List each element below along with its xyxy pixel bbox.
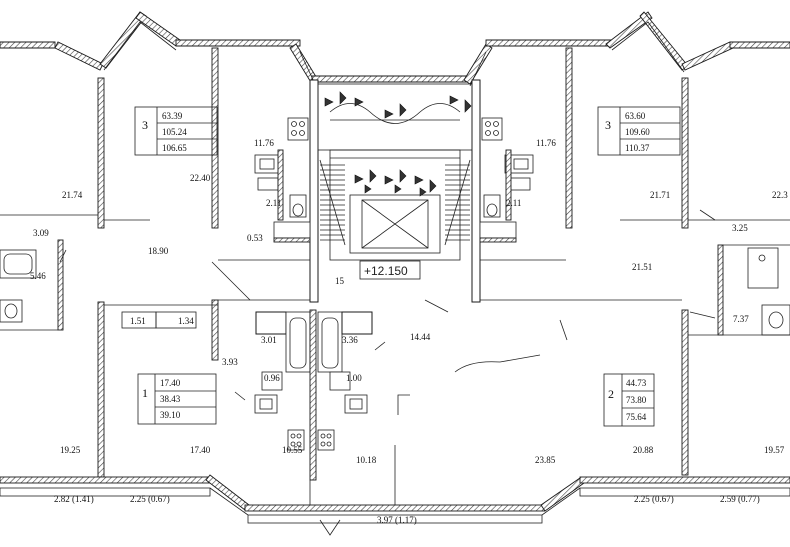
top-exterior-walls — [0, 11, 790, 87]
room-area: 10.55 — [282, 445, 303, 455]
room-area: 1.51 — [130, 316, 146, 326]
apartment-number: 3 — [605, 118, 611, 132]
balcony-area: 2.25 (0.67) — [634, 494, 674, 504]
room-area: 2.11 — [266, 198, 281, 208]
room-area: 3.25 — [732, 223, 748, 233]
apartment-area: 63.39 — [162, 111, 183, 121]
room-area: 3.09 — [33, 228, 49, 238]
apartment-area: 17.40 — [160, 378, 181, 388]
apartment-area: 44.73 — [626, 378, 647, 388]
elevation-label: +12.150 — [364, 264, 408, 278]
room-area-labels: 21.74 22.40 11.76 2.11 0.53 3.09 5.46 18… — [30, 138, 788, 465]
apartment-area: 63.60 — [625, 111, 646, 121]
room-area: 18.90 — [148, 246, 169, 256]
apartment-number: 3 — [142, 118, 148, 132]
stairwell — [317, 83, 473, 261]
balcony-area: 2.82 (1.41) — [54, 494, 94, 504]
apartment-area: 105.24 — [162, 127, 187, 137]
room-area: 15 — [335, 276, 345, 286]
apartment-number: 2 — [608, 387, 614, 401]
upper-interior-walls — [0, 47, 790, 303]
lower-wet-zone — [234, 309, 568, 481]
far-left-bath — [0, 239, 64, 331]
apartment-area: 38.43 — [160, 394, 181, 404]
apartment-area: 106.65 — [162, 143, 187, 153]
upper-left-wet-zone — [254, 117, 311, 243]
room-area: 1.34 — [178, 316, 194, 326]
balcony-area: 3.97 (1.17) — [377, 515, 417, 525]
room-area: 22.40 — [190, 173, 211, 183]
room-area: 7.37 — [733, 314, 749, 324]
apt-box-top-left: 3 63.39 105.24 106.65 — [134, 106, 218, 156]
room-area: 3.93 — [222, 357, 238, 367]
room-area: 21.51 — [632, 262, 652, 272]
room-area: 11.76 — [536, 138, 556, 148]
elevation-mark: +12.150 — [359, 260, 421, 280]
room-area: 10.18 — [356, 455, 377, 465]
bottom-exterior-walls — [0, 445, 790, 536]
apartment-area: 39.10 — [160, 410, 181, 420]
balcony-area: 2.25 (0.67) — [130, 494, 170, 504]
room-area: 19.25 — [60, 445, 81, 455]
balcony-labels: 2.82 (1.41) 2.25 (0.67) 3.97 (1.17) 2.25… — [54, 494, 760, 525]
room-area: 19.57 — [764, 445, 785, 455]
room-area: 3.36 — [342, 335, 358, 345]
room-area: 17.40 — [190, 445, 211, 455]
apartment-area: 110.37 — [625, 143, 650, 153]
room-area: 22.3 — [772, 190, 788, 200]
room-area: 14.44 — [410, 332, 431, 342]
upper-right-wet-zone — [479, 117, 534, 243]
room-area: 11.76 — [254, 138, 274, 148]
apt-box-bottom-left: 1 17.40 38.43 39.10 — [137, 373, 217, 425]
far-right-bath — [717, 244, 790, 336]
balcony-area: 2.59 (0.77) — [720, 494, 760, 504]
room-area: 3.01 — [261, 335, 277, 345]
room-area: 0.53 — [247, 233, 263, 243]
room-area: 5.46 — [30, 271, 46, 281]
mid-divider — [0, 209, 790, 478]
room-area: 0.96 — [264, 373, 280, 383]
apartment-area: 75.64 — [626, 412, 647, 422]
room-area: 20.88 — [633, 445, 654, 455]
room-area: 23.85 — [535, 455, 556, 465]
room-area: 2.11 — [506, 198, 521, 208]
apt-box-top-right: 3 63.60 109.60 110.37 — [597, 106, 681, 156]
apartment-area: 73.80 — [626, 395, 647, 405]
apartment-number: 1 — [142, 386, 148, 400]
room-area: 21.71 — [650, 190, 670, 200]
apartment-area: 109.60 — [625, 127, 650, 137]
room-area: 21.74 — [62, 190, 83, 200]
room-area: 1.00 — [346, 373, 362, 383]
apt-box-bottom-right: 2 44.73 73.80 75.64 — [603, 373, 655, 427]
